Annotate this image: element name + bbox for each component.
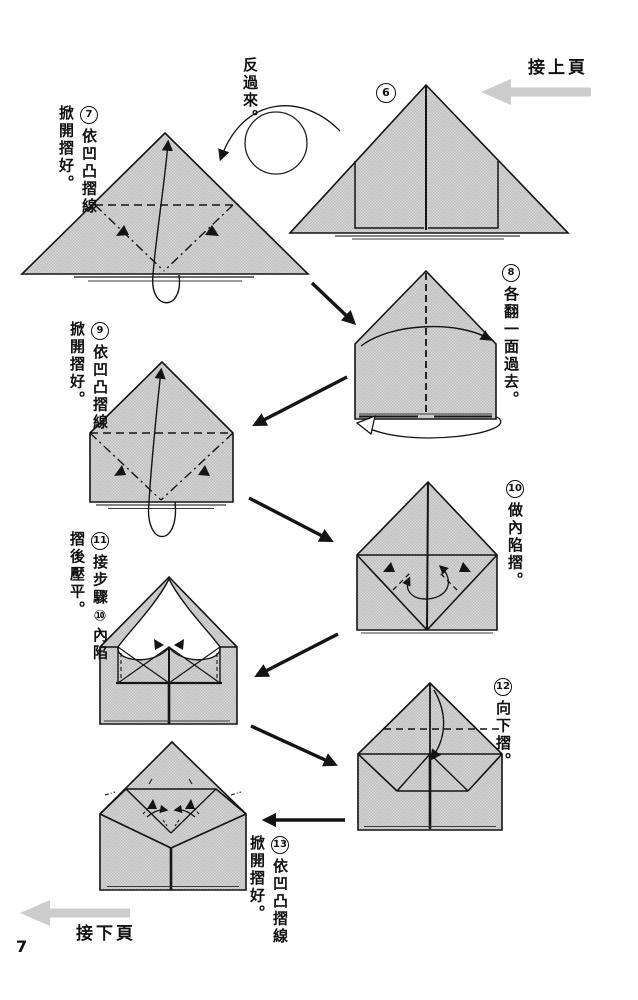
step-11-label: 11接步驟⑩內陷 摺後壓平。 (68, 531, 109, 662)
step-12-number: 12 (494, 678, 512, 696)
fold-mark-triangle (185, 799, 195, 809)
next-page-arrow-icon (20, 900, 130, 926)
fold-mark-triangle (114, 465, 126, 476)
turn-over-icon (218, 105, 341, 175)
step-13-label: 13依凹凸摺線 掀開摺好。 (248, 835, 289, 946)
step-8-label: 8各翻一面過去。 (501, 263, 521, 409)
step-9-number: 9 (91, 322, 109, 340)
fold-mark-triangle (116, 225, 129, 236)
fold-mark-triangle (459, 562, 471, 572)
inward-arrowhead (154, 639, 164, 650)
step-12-label: 12向下摺。 (493, 677, 513, 770)
open-arrowhead (355, 414, 376, 436)
step-8-number: 8 (502, 264, 520, 282)
prev-page-label: 接上頁 (528, 58, 588, 78)
fold-mark-triangle (147, 799, 157, 809)
step-7-label: 7依凹凸摺線 掀開摺好。 (57, 105, 98, 216)
step-13-diagram (99, 740, 247, 891)
page-number: 7 (16, 937, 28, 956)
step-10-label: 10做內陷摺。 (505, 479, 525, 590)
fold-mark-triangle (205, 225, 219, 236)
step-7-diagram (20, 131, 310, 304)
step-12-diagram (357, 681, 503, 831)
step-11-diagram (99, 575, 238, 725)
fold-mark-triangle (383, 562, 395, 572)
step-10-diagram (356, 480, 498, 634)
prev-page-arrow-icon (481, 79, 591, 105)
turn-over-label: 反過來。 (241, 57, 259, 127)
inward-arrowhead (174, 639, 184, 650)
step-10-number: 10 (506, 480, 524, 498)
step-7-number: 7 (80, 106, 98, 124)
step-connector-arrows (248, 281, 357, 828)
next-page-label: 接下頁 (76, 924, 136, 944)
step-9-label: 9依凹凸摺線 掀開摺好。 (68, 321, 109, 432)
step-6-diagram (288, 83, 570, 240)
fold-mark-triangle (198, 465, 210, 476)
step-8-diagram (354, 269, 502, 439)
step-6-number: 6 (376, 83, 396, 103)
step-11-number: 11 (91, 532, 109, 550)
step-13-number: 13 (271, 836, 289, 854)
step-9-diagram (89, 360, 234, 538)
